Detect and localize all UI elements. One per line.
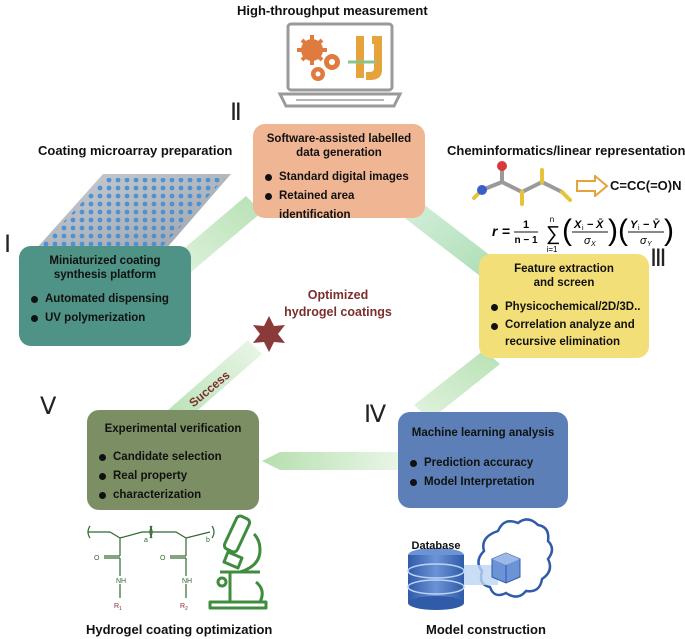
box-feature-extraction: Feature extraction and screen Physicoche… <box>479 254 649 358</box>
header-cheminformatics: Cheminformatics/linear representation <box>447 143 685 158</box>
software-item-2: Retained area identification <box>263 187 415 225</box>
arrow-5-to-center <box>168 340 262 424</box>
microarray-plate-icon <box>35 174 231 254</box>
svg-text:Y: Y <box>630 219 639 231</box>
svg-text:X̄: X̄ <box>595 219 604 231</box>
box-feature-title: Feature extraction and screen <box>514 263 614 289</box>
svg-text:NH: NH <box>116 578 126 585</box>
box-ml-title: Machine learning analysis <box>411 427 555 439</box>
svg-text:2: 2 <box>185 606 188 612</box>
box-experimental-verification: Experimental verification Candidate sele… <box>87 410 259 510</box>
optimized-line-2: hydrogel coatings <box>284 305 392 319</box>
svg-text:n − 1: n − 1 <box>514 235 538 246</box>
feature-item-2: Correlation analyze and recursive elimin… <box>489 317 639 351</box>
arrow-3-to-4 <box>414 350 500 420</box>
svg-text:X: X <box>590 241 596 248</box>
polymer-structure-icon: a b O O NH NH R 1 R 2 <box>87 525 215 612</box>
acrylamide-molecule-icon <box>472 161 572 206</box>
svg-text:): ) <box>664 214 674 247</box>
header-hydrogel-optimization: Hydrogel coating optimization <box>86 622 273 637</box>
optimized-hydrogel-label: Optimized hydrogel coatings <box>283 287 393 321</box>
svg-text:b: b <box>206 537 210 544</box>
numeral-one: Ⅰ <box>4 232 12 258</box>
svg-text:R: R <box>180 603 185 610</box>
arrow-4-to-5 <box>262 452 398 470</box>
box-software-title: Software-assisted labelled data generati… <box>266 133 412 159</box>
svg-text:1: 1 <box>119 606 122 612</box>
microscope-icon <box>208 514 268 610</box>
svg-text:i: i <box>638 225 640 232</box>
svg-text:Ȳ: Ȳ <box>652 219 661 231</box>
verify-item-3: characterization <box>97 486 249 505</box>
database-label: Database <box>412 540 461 552</box>
numeral-three: Ⅲ <box>650 246 667 272</box>
ml-item-1: Prediction accuracy <box>408 454 558 473</box>
optimized-line-1: Optimized <box>307 288 369 302</box>
feature-item-1: Physicochemical/2D/3D.. <box>489 298 641 317</box>
svg-text:−: − <box>643 219 649 231</box>
header-coating-microarray: Coating microarray preparation <box>38 143 233 158</box>
svg-text:NH: NH <box>182 578 192 585</box>
svg-text:σ: σ <box>584 235 591 247</box>
pearson-formula: r = 1 n − 1 ∑ n i=1 ( X i − X̄ σ X ) ( Y… <box>492 214 674 254</box>
header-high-throughput: High-throughput measurement <box>237 3 428 18</box>
svg-text:): ) <box>608 214 618 247</box>
svg-text:O: O <box>160 555 166 562</box>
svg-text:a: a <box>144 537 148 544</box>
numeral-two: Ⅱ <box>230 100 242 126</box>
svg-text:∑: ∑ <box>546 223 560 245</box>
synthesis-item-1: Automated dispensing <box>29 290 181 309</box>
arrow-1-to-2 <box>168 196 262 278</box>
arrow-right-icon <box>576 175 609 197</box>
svg-text:O: O <box>94 555 100 562</box>
box-machine-learning: Machine learning analysis Prediction acc… <box>398 412 568 508</box>
svg-text:=: = <box>502 223 510 239</box>
smiles-string: C=CC(=O)N <box>610 178 682 193</box>
header-model-construction: Model construction <box>426 622 546 637</box>
svg-text:1: 1 <box>523 219 529 231</box>
svg-text:r: r <box>492 223 499 239</box>
synthesis-item-2: UV polymerization <box>29 309 181 328</box>
numeral-four: Ⅳ <box>364 402 387 428</box>
verify-item-2: Real property <box>97 467 249 486</box>
svg-text:i=1: i=1 <box>547 245 558 254</box>
numeral-five: Ⅴ <box>40 394 57 420</box>
svg-text:σ: σ <box>640 235 647 247</box>
box-software-labelled: Software-assisted labelled data generati… <box>253 124 425 221</box>
software-item-1: Standard digital images <box>263 168 415 187</box>
svg-text:X: X <box>573 219 582 231</box>
laptop-gears-icon <box>277 22 403 108</box>
svg-text:i: i <box>582 225 584 232</box>
svg-text:Y: Y <box>647 241 653 248</box>
svg-text:(: ( <box>562 214 572 247</box>
star-icon <box>253 316 285 352</box>
svg-text:n: n <box>550 215 554 224</box>
ml-item-2: Model Interpretation <box>408 473 558 492</box>
arrow-2-to-3 <box>402 200 500 279</box>
svg-text:(: ( <box>618 214 628 247</box>
database-cloud-icon: Database <box>407 518 554 610</box>
svg-text:−: − <box>587 219 593 231</box>
box-synthesis-platform: Miniaturized coating synthesis platform … <box>19 246 191 346</box>
svg-text:R: R <box>114 603 119 610</box>
verify-item-1: Candidate selection <box>97 448 249 467</box>
box-verify-title: Experimental verification <box>104 423 242 435</box>
box-synthesis-title: Miniaturized coating synthesis platform <box>49 255 161 281</box>
